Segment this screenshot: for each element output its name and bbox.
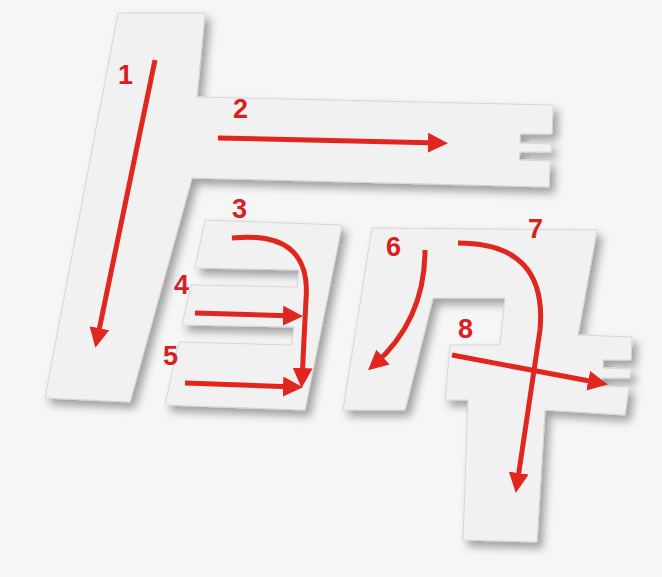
callout-number: 1 — [118, 62, 133, 89]
stroke-shape — [165, 220, 342, 410]
callout-number: 7 — [528, 216, 543, 243]
stroke-arrow — [232, 237, 306, 380]
stroke-shape — [343, 228, 632, 542]
callout-number: 2 — [233, 96, 248, 123]
callout-number: 5 — [163, 343, 178, 370]
stroke-arrow — [452, 355, 600, 383]
stroke-arrow — [374, 250, 425, 365]
stroke-arrow — [97, 60, 155, 340]
stroke-arrow — [218, 138, 440, 143]
callout-number: 8 — [458, 316, 473, 343]
callout-number: 4 — [174, 272, 189, 299]
callout-number: 3 — [232, 196, 247, 223]
callout-number: 6 — [386, 234, 401, 261]
stroke-arrow — [185, 383, 295, 387]
stroke-arrow — [195, 313, 295, 316]
